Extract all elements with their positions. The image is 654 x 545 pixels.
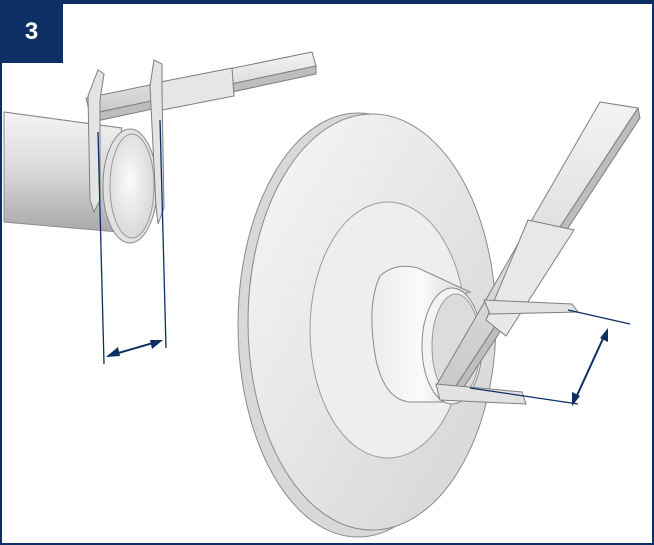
dimension-bore-right <box>469 309 631 406</box>
vernier-caliper-right <box>435 101 641 405</box>
dimension-diameter-left <box>97 119 167 365</box>
step-number-badge: 3 <box>0 0 63 63</box>
shaft-end-face <box>102 128 158 244</box>
step-number: 3 <box>24 17 39 45</box>
vernier-caliper-left <box>85 51 317 225</box>
